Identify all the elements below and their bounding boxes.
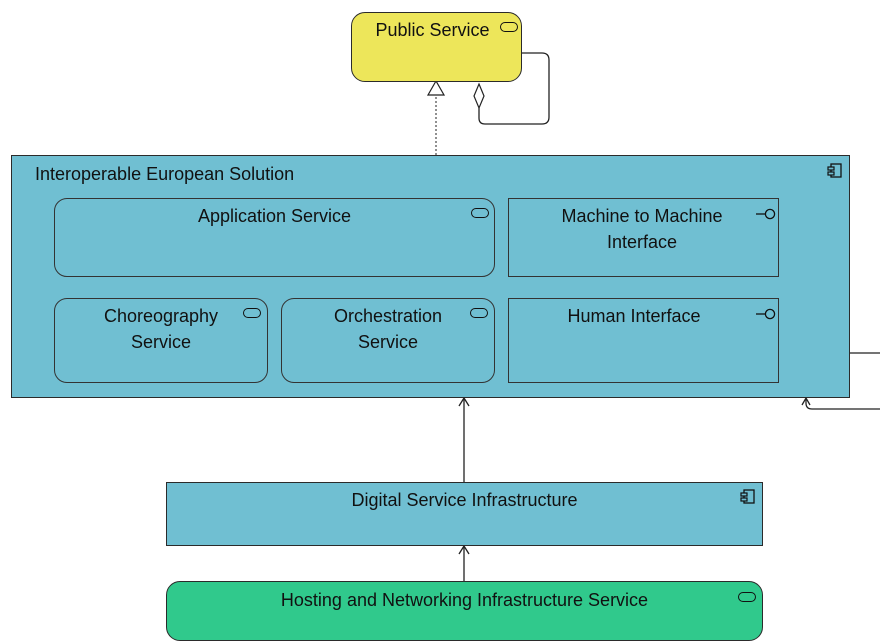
interoperable-solution-label: Interoperable European Solution bbox=[35, 164, 295, 184]
service-icon bbox=[738, 592, 756, 602]
digital-infrastructure-label: Digital Service Infrastructure bbox=[351, 490, 578, 510]
application-service-node[interactable]: Application Service bbox=[54, 198, 495, 277]
service-icon bbox=[243, 308, 261, 318]
choreography-service-label: Choreography Service bbox=[103, 306, 219, 352]
component-icon bbox=[740, 489, 755, 504]
m2m-interface-label: Machine to Machine Interface bbox=[561, 206, 723, 252]
application-service-label: Application Service bbox=[197, 206, 352, 226]
service-icon bbox=[500, 22, 518, 32]
serving-arrowhead-upper bbox=[458, 396, 470, 407]
right-serving-arrowhead bbox=[801, 396, 811, 406]
human-interface-label: Human Interface bbox=[567, 306, 701, 326]
hosting-service-node[interactable]: Hosting and Networking Infrastructure Se… bbox=[166, 581, 763, 641]
aggregation-diamond bbox=[473, 82, 485, 110]
interoperable-solution-node[interactable]: Interoperable European Solution Applicat… bbox=[11, 155, 850, 398]
interface-icon bbox=[756, 208, 776, 220]
digital-infrastructure-node[interactable]: Digital Service Infrastructure bbox=[166, 482, 763, 546]
right-serving-line bbox=[805, 398, 880, 410]
public-service-node[interactable]: Public Service bbox=[351, 12, 522, 82]
realization-arrowhead bbox=[426, 79, 446, 96]
human-interface-node[interactable]: Human Interface bbox=[508, 298, 779, 383]
m2m-interface-node[interactable]: Machine to Machine Interface bbox=[508, 198, 779, 277]
orchestration-service-label: Orchestration Service bbox=[333, 306, 443, 352]
serving-arrowhead-lower bbox=[458, 544, 470, 555]
orchestration-service-node[interactable]: Orchestration Service bbox=[281, 298, 495, 383]
public-service-label: Public Service bbox=[375, 20, 490, 40]
service-icon bbox=[470, 308, 488, 318]
interface-icon bbox=[756, 308, 776, 320]
choreography-service-node[interactable]: Choreography Service bbox=[54, 298, 268, 383]
component-icon bbox=[827, 163, 842, 178]
service-icon bbox=[471, 208, 489, 218]
hosting-service-label: Hosting and Networking Infrastructure Se… bbox=[280, 590, 649, 610]
